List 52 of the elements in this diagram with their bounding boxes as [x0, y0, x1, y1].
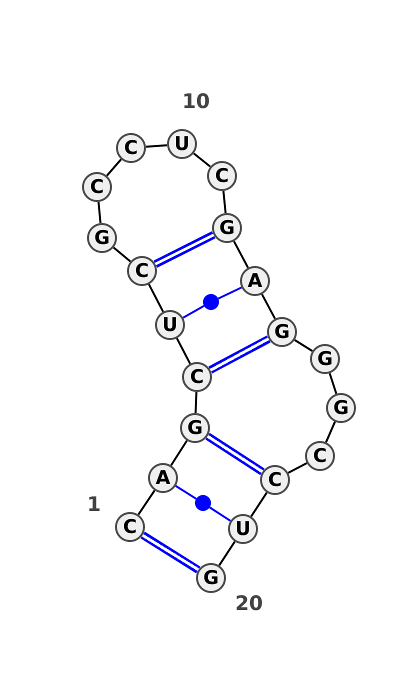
backbone-line	[112, 246, 132, 262]
position-number: 10	[182, 90, 210, 112]
backbone-line	[146, 144, 168, 148]
backbone-line	[250, 492, 268, 517]
nucleotide-circle: C	[305, 441, 335, 471]
position-number: 1	[87, 493, 101, 515]
backbone-line	[194, 392, 198, 414]
nucleotide-circle: C	[207, 161, 237, 191]
backbone-line	[294, 339, 313, 352]
backbone-line	[98, 202, 102, 224]
base-pair-line	[182, 305, 204, 319]
position-number: 20	[235, 592, 263, 614]
backbone-line	[261, 294, 276, 320]
nucleotide-circle: C	[116, 133, 146, 163]
nucleotide-circle: G	[180, 413, 210, 443]
nucleotide-circle: A	[148, 463, 178, 493]
nucleotide-circle: C	[182, 362, 212, 392]
nucleotide-circle: G	[310, 344, 340, 374]
nucleotide-circle: G	[196, 563, 226, 593]
base-pair-line	[140, 532, 200, 574]
nucleotide-circle: G	[326, 393, 356, 423]
backbone-line	[218, 541, 236, 566]
backbone-line	[148, 284, 164, 312]
backbone-line	[222, 190, 227, 214]
base-pair-line	[205, 432, 265, 476]
nucleotide-circle: G	[267, 317, 297, 347]
base-pair-line	[209, 506, 231, 522]
backbone-line	[106, 158, 122, 176]
nucleotide-circle: U	[155, 310, 185, 340]
nucleotide-circle: C	[115, 512, 145, 542]
base-pair-line	[218, 286, 242, 300]
base-pair-line	[208, 335, 271, 374]
dot-marker	[195, 495, 211, 511]
nucleotide-circle: U	[228, 514, 258, 544]
backbone-line	[138, 490, 156, 516]
backbone-line	[176, 338, 191, 364]
base-pair-line	[154, 231, 216, 268]
base-pair-line	[175, 485, 197, 500]
nucleotide-circle: C	[127, 256, 157, 286]
nucleotide-circle: G	[87, 223, 117, 253]
nucleotide-circle: C	[82, 172, 112, 202]
nucleotide-circle: C	[260, 465, 290, 495]
backbone-line	[328, 373, 338, 394]
backbone-line	[288, 462, 308, 474]
backbone-line	[193, 152, 211, 168]
nucleotide-circle: A	[240, 266, 270, 296]
backbone-line	[170, 440, 188, 466]
nucleotide-circle: U	[167, 129, 197, 159]
dot-marker	[203, 294, 219, 310]
nucleotide-circle: G	[212, 213, 242, 243]
backbone-line	[233, 240, 249, 268]
backbone-line	[325, 421, 336, 443]
